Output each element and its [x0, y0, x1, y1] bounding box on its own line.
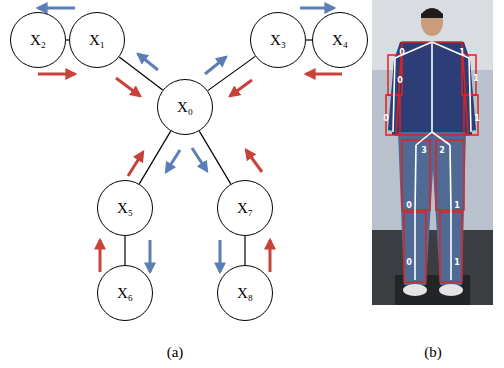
joint-number: 1: [454, 201, 460, 210]
panel-caption: (b): [424, 344, 442, 361]
joint-number: 1: [474, 114, 480, 123]
node-label: X₄: [332, 32, 348, 49]
node-label: X₂: [30, 32, 46, 49]
graph-edge: [139, 131, 170, 184]
joint-number: 1: [454, 258, 460, 267]
node-label: X₀: [177, 99, 193, 116]
graph-edge: [124, 236, 125, 265]
node-label: X₅: [117, 200, 133, 217]
variable-node: X₆: [97, 265, 153, 321]
joint-number: 0: [399, 48, 405, 57]
variable-node: X₂: [10, 12, 66, 68]
joint-number: 0: [397, 76, 403, 85]
graph-edge: [199, 131, 230, 184]
variable-node: X₁: [69, 12, 125, 68]
joint-number: 0: [383, 114, 389, 123]
panel-caption: (a): [167, 344, 184, 361]
graph-edge: [244, 236, 245, 265]
variable-node: X₄: [312, 12, 368, 68]
variable-node: X₀: [157, 79, 213, 135]
variable-node: X₃: [250, 12, 306, 68]
node-label: X₁: [89, 32, 105, 49]
joint-number: 1: [459, 48, 465, 57]
node-label: X₃: [270, 32, 286, 49]
graph-edge: [208, 56, 256, 90]
joint-number: 2: [439, 146, 445, 155]
joint-number: 0: [406, 201, 412, 210]
joint-number: 1: [473, 74, 479, 83]
graph-edge: [119, 57, 162, 90]
node-label: X₇: [237, 200, 253, 217]
node-label: X₈: [237, 285, 253, 302]
variable-node: X₈: [217, 265, 273, 321]
message-arrows: [38, 8, 342, 272]
photo: [372, 0, 493, 305]
variable-node: X₅: [97, 180, 153, 236]
joint-number: 3: [421, 146, 427, 155]
node-label: X₆: [117, 285, 133, 302]
joint-number: 0: [406, 258, 412, 267]
variable-node: X₇: [217, 180, 273, 236]
